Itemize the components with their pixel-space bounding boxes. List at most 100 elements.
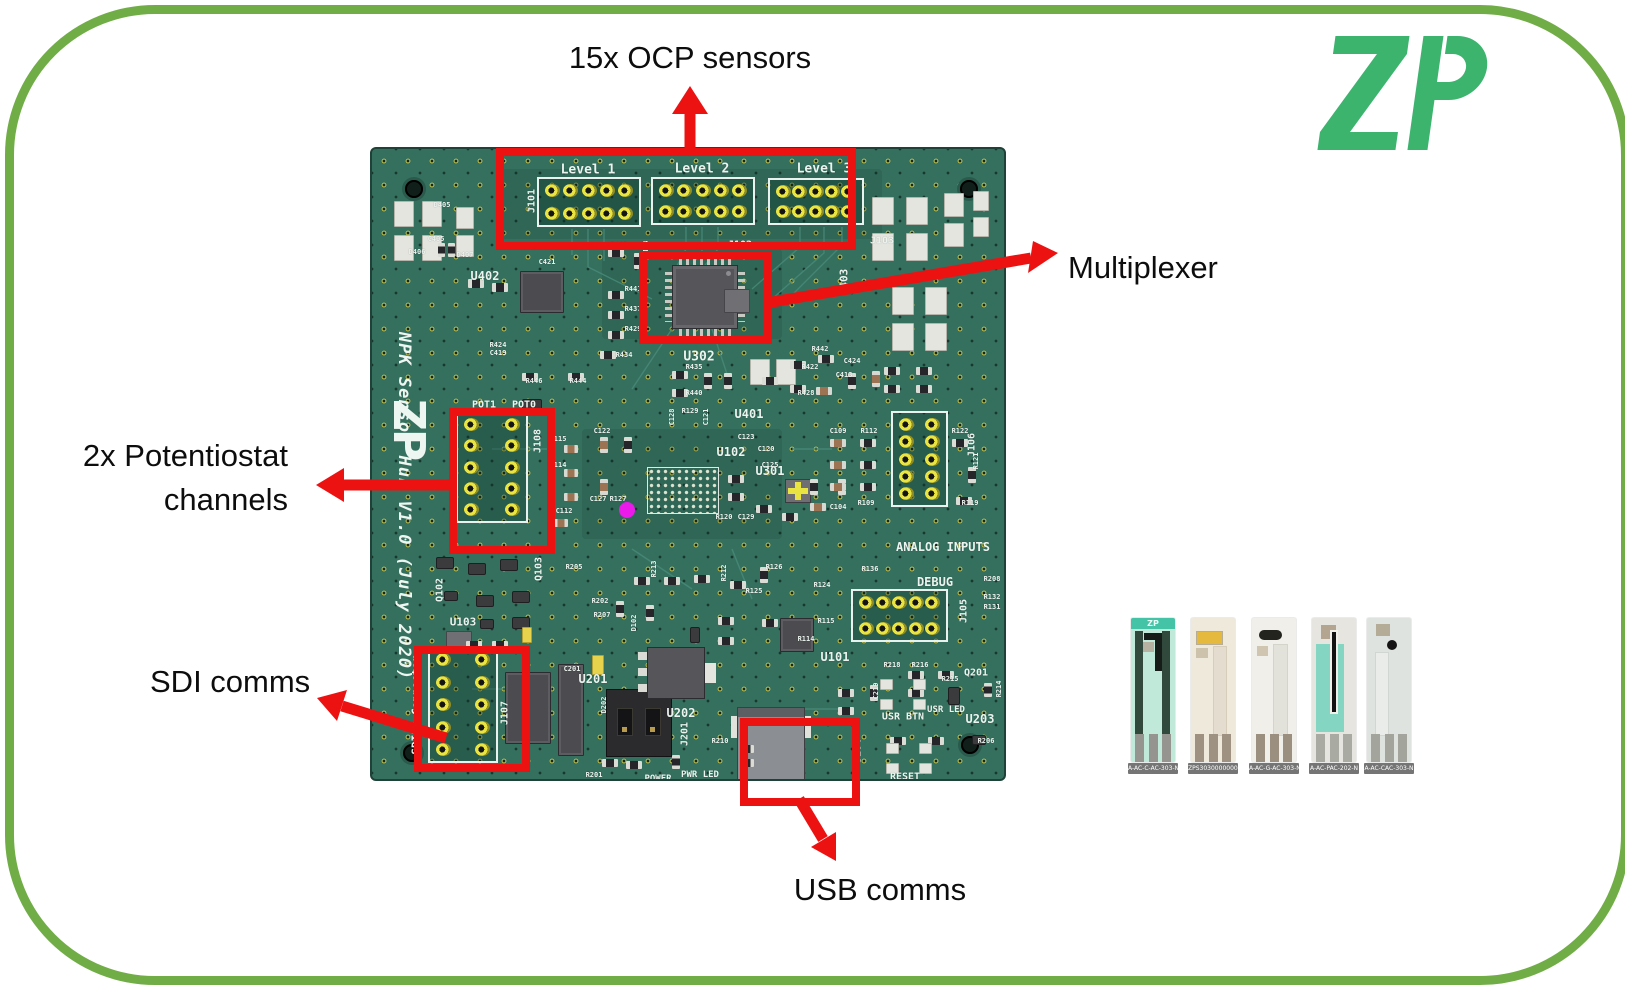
smd-component — [790, 361, 806, 369]
smd-component — [522, 627, 532, 643]
header-pin — [925, 622, 940, 635]
smd-component — [919, 763, 932, 774]
silk-label: R424 — [489, 341, 507, 349]
silk-label: C419 — [489, 349, 507, 357]
header-pin — [732, 205, 747, 218]
silk-label: D407 — [456, 251, 474, 259]
silk-label: R216 — [911, 661, 929, 669]
silk-label: C125 — [761, 461, 779, 469]
silk-label: R122 — [951, 427, 969, 435]
header-pin — [464, 418, 479, 431]
label-ocp-sensors: 15x OCP sensors — [568, 40, 812, 75]
smd-component — [830, 483, 846, 491]
header-pin — [808, 205, 824, 218]
silk-label: J105 — [958, 598, 970, 624]
annotation-arrow-usb — [794, 796, 828, 842]
zp-logo-p-stem — [1407, 36, 1444, 150]
silk-label: R205 — [565, 563, 583, 571]
smd-component — [973, 191, 989, 211]
silk-label: R218 — [883, 661, 901, 669]
header-pin — [618, 207, 633, 220]
smd-component — [790, 385, 806, 393]
silk-label: USR LED — [927, 705, 965, 715]
header-pin — [545, 184, 560, 197]
silk-label: D202 — [600, 696, 608, 714]
smd-component — [884, 367, 900, 375]
silk-label: D406 — [408, 248, 426, 256]
zp-logo — [1317, 36, 1488, 150]
smd-component — [973, 217, 989, 237]
smd-component — [848, 373, 856, 389]
silk-label: R206 — [977, 737, 995, 745]
smd-component — [870, 685, 878, 701]
chip-u301 — [785, 479, 811, 503]
strip-caption: A-AC-C-AC-303-N — [1128, 763, 1178, 774]
sensor-strip — [1191, 618, 1235, 762]
smd-component — [600, 351, 616, 359]
header-pin — [899, 435, 914, 449]
header-pin — [475, 675, 490, 689]
header-pin — [581, 184, 597, 197]
silk-label: C219 — [872, 682, 880, 700]
mounting-hole — [405, 180, 423, 198]
silk-label: U402 — [470, 269, 500, 283]
smd-component — [913, 679, 926, 690]
fiducial-dot — [619, 502, 635, 518]
silk-label: R440 — [685, 389, 703, 397]
header-pin — [925, 487, 940, 500]
silk-label: Q103 — [533, 556, 545, 582]
header-pin — [505, 503, 520, 516]
smd-component — [780, 618, 814, 652]
silk-label: Level 1 — [560, 162, 616, 178]
smd-component — [608, 331, 624, 339]
silk-label: Level 2 — [674, 161, 730, 177]
header-pin — [925, 435, 940, 449]
smd-component — [810, 479, 818, 495]
smd-component — [444, 591, 458, 601]
silk-label: R119 — [961, 499, 979, 507]
smd-component — [968, 467, 976, 483]
smd-component — [600, 479, 608, 495]
silk-label: R125 — [745, 587, 763, 595]
smd-component — [860, 439, 876, 447]
smd-component — [860, 461, 876, 469]
smd-component — [436, 557, 454, 569]
smd-component — [568, 373, 584, 381]
strip-caption: A-AC-G-AC-303-N — [1249, 763, 1299, 774]
silk-label: R444 — [569, 377, 587, 385]
smd-component — [500, 559, 518, 571]
silk-label: R120 — [715, 513, 733, 521]
silk-label: R445 — [610, 241, 628, 249]
silk-label: C120 — [757, 445, 775, 453]
silk-label: J103 — [869, 235, 895, 247]
smd-component — [394, 235, 414, 261]
header-pin — [841, 205, 856, 218]
smd-component — [916, 385, 932, 393]
silk-label: R109 — [857, 499, 875, 507]
silk-label: C121 — [702, 408, 710, 426]
smd-component — [592, 655, 604, 675]
smd-component — [520, 271, 564, 313]
header-pin — [475, 743, 490, 756]
smd-component — [512, 591, 530, 603]
header-pin — [824, 185, 840, 198]
smd-component — [608, 311, 624, 319]
silk-label: C405 — [427, 235, 445, 243]
silk-label: R114 — [797, 635, 815, 643]
header-pin — [908, 596, 924, 609]
smd-component — [760, 567, 768, 583]
header-pin — [599, 207, 615, 220]
silk-label: C109 — [829, 427, 847, 435]
silk-label: C112 — [555, 507, 573, 515]
arrowhead-ocp — [672, 86, 708, 114]
smd-component — [908, 689, 924, 697]
smd-component — [664, 577, 680, 585]
board-silk-zp-logo: ZP — [383, 399, 434, 460]
smd-component — [740, 745, 754, 753]
smd-component — [886, 763, 899, 774]
silk-label: R214 — [995, 680, 1003, 698]
smd-component — [694, 575, 710, 583]
silk-label: C104 — [829, 503, 847, 511]
smd-component — [880, 679, 893, 690]
